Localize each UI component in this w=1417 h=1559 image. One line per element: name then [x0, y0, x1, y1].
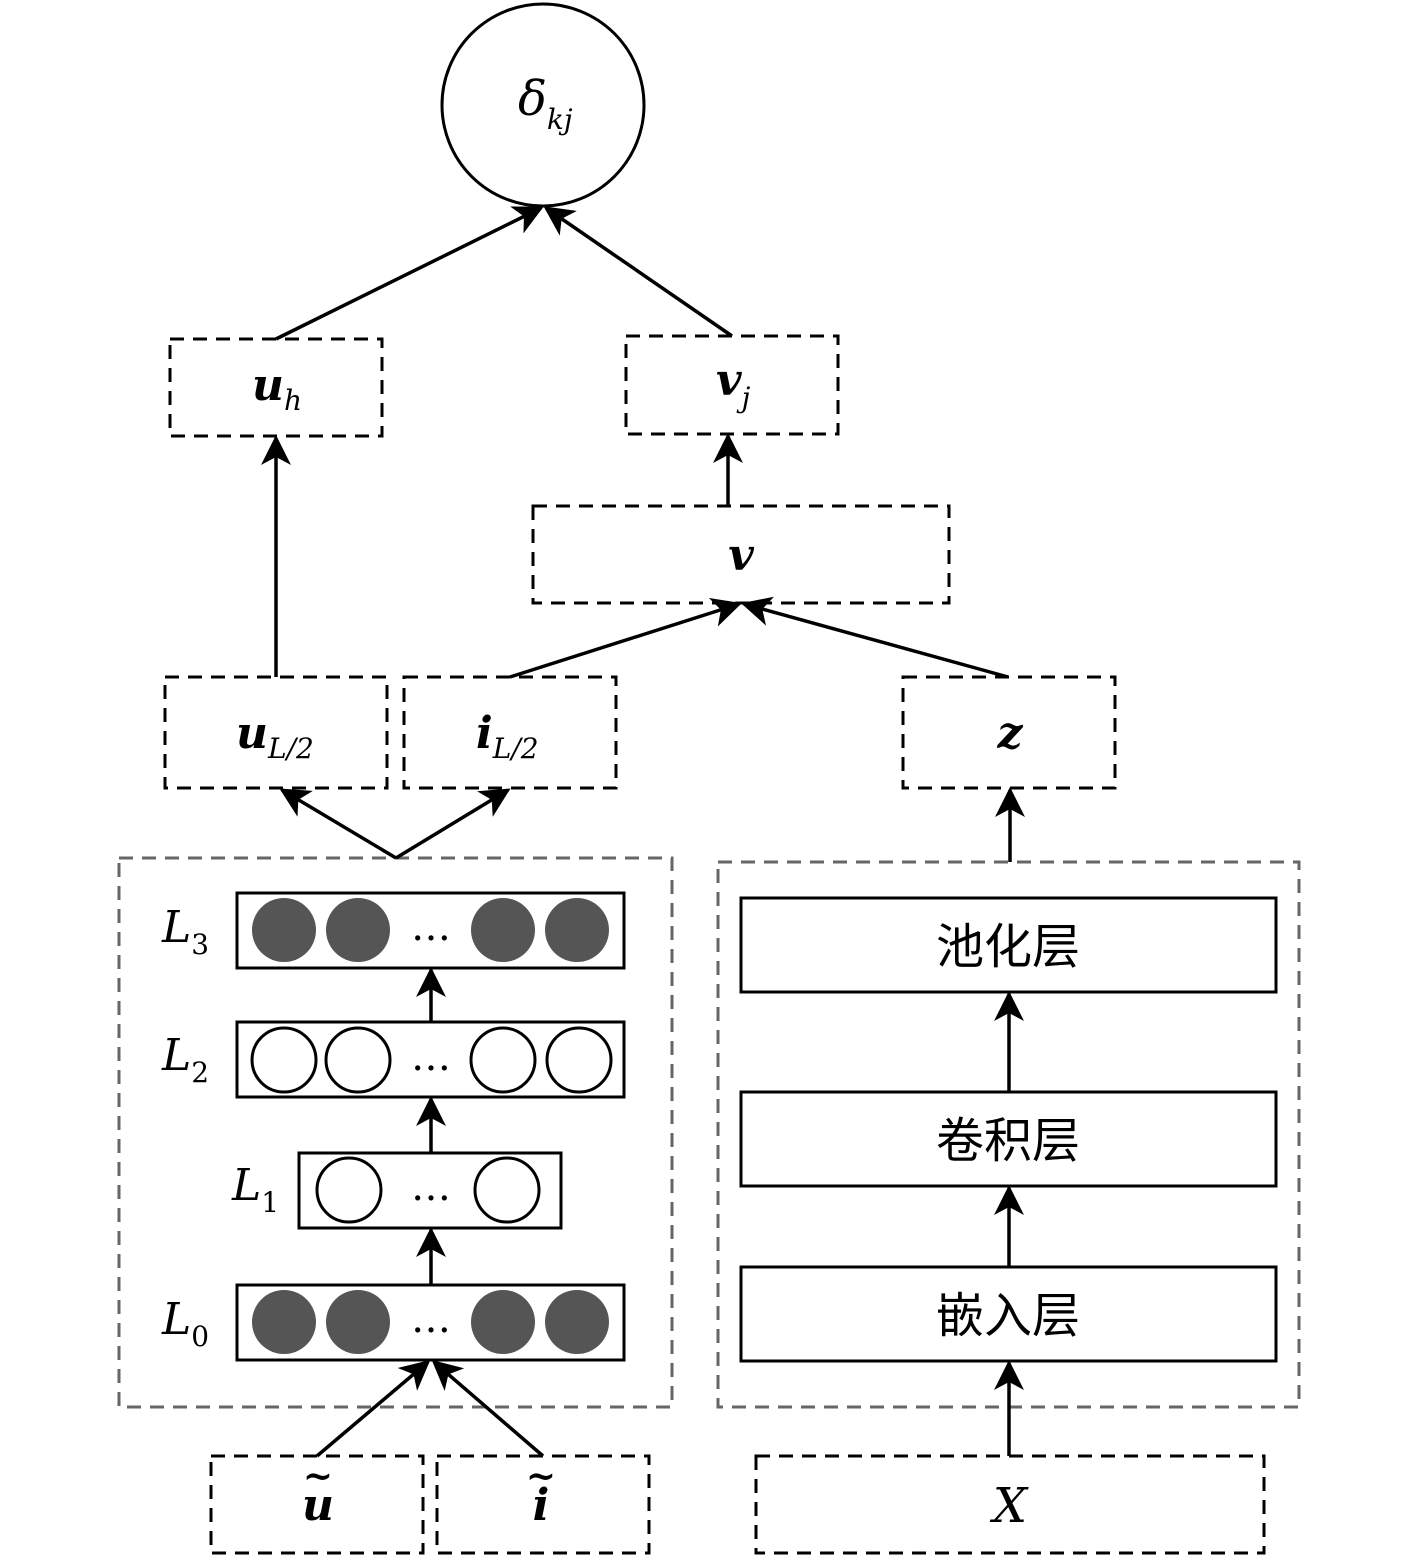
layer-label-2: L2: [161, 1030, 209, 1089]
neuron: [473, 1156, 541, 1224]
svg-text:嵌入层: 嵌入层: [936, 1288, 1080, 1344]
input-item-box: i ~: [435, 1454, 651, 1555]
fused-vector-box: v: [531, 504, 951, 605]
svg-text:iL/2: iL/2: [476, 708, 539, 765]
svg-text:δkj: δkj: [518, 71, 573, 136]
arrow-inputu-to-l0: [315, 1360, 431, 1458]
neuron: [545, 1290, 609, 1354]
input-user-box: u ~: [209, 1454, 425, 1555]
svg-text:z: z: [997, 708, 1024, 759]
svg-text:vj: vj: [716, 355, 751, 414]
arrow-uh-to-output: [275, 206, 544, 341]
neuron: [326, 1290, 390, 1354]
arrow-inputi-to-l0: [431, 1360, 545, 1458]
conv-layer: 卷积层: [739, 1090, 1278, 1188]
svg-text:~: ~: [526, 1455, 556, 1497]
item-half-vector-box: iL/2: [402, 675, 618, 790]
input-text-box: X: [754, 1454, 1266, 1555]
ellipsis: …: [411, 904, 451, 950]
mlp-layer-2: … L2: [161, 1020, 626, 1099]
text-vector-box: z: [901, 675, 1117, 790]
edges: [261, 206, 1025, 1458]
ellipsis: …: [411, 1034, 451, 1080]
neuron: [250, 1026, 318, 1094]
pooling-layer: 池化层: [739, 896, 1278, 994]
neuron: [545, 1026, 613, 1094]
arrow-mlp-to-uhalf: [279, 788, 397, 860]
ellipsis: …: [411, 1296, 451, 1342]
layer-label-1: L1: [231, 1160, 279, 1219]
output-node: δkj: [440, 2, 646, 208]
layer-label-0: L0: [161, 1294, 209, 1353]
neuron: [252, 898, 316, 962]
svg-text:X: X: [989, 1478, 1029, 1534]
arrow-z-to-v: [741, 596, 1009, 679]
svg-text:i: i: [533, 1480, 550, 1531]
neuron: [469, 1026, 537, 1094]
embedding-layer: 嵌入层: [739, 1265, 1278, 1363]
item-vector-box: vj: [624, 334, 840, 436]
neuron: [324, 1026, 392, 1094]
arrow-mlp-to-ihalf: [395, 788, 511, 860]
svg-text:uL/2: uL/2: [236, 708, 314, 765]
neuron: [545, 898, 609, 962]
neuron: [252, 1290, 316, 1354]
neuron: [315, 1156, 383, 1224]
svg-text:uh: uh: [252, 360, 302, 417]
layer-label-3: L3: [161, 902, 209, 961]
user-vector-box: uh: [168, 337, 384, 438]
svg-text:池化层: 池化层: [936, 919, 1080, 975]
neuron: [471, 1290, 535, 1354]
neuron: [326, 898, 390, 962]
svg-text:~: ~: [303, 1455, 333, 1497]
mlp-layer-3: … L3: [161, 891, 626, 970]
svg-text:卷积层: 卷积层: [936, 1113, 1080, 1169]
mlp-layer-1: … L1: [231, 1151, 563, 1230]
user-half-vector-box: uL/2: [163, 675, 389, 790]
arrow-ihalf-to-v: [509, 597, 742, 679]
mlp-layer-0: … L0: [161, 1283, 626, 1362]
svg-text:u: u: [302, 1480, 334, 1531]
svg-text:v: v: [728, 530, 754, 581]
arrow-vj-to-output: [543, 206, 733, 338]
neuron: [471, 898, 535, 962]
ellipsis: …: [411, 1164, 451, 1210]
